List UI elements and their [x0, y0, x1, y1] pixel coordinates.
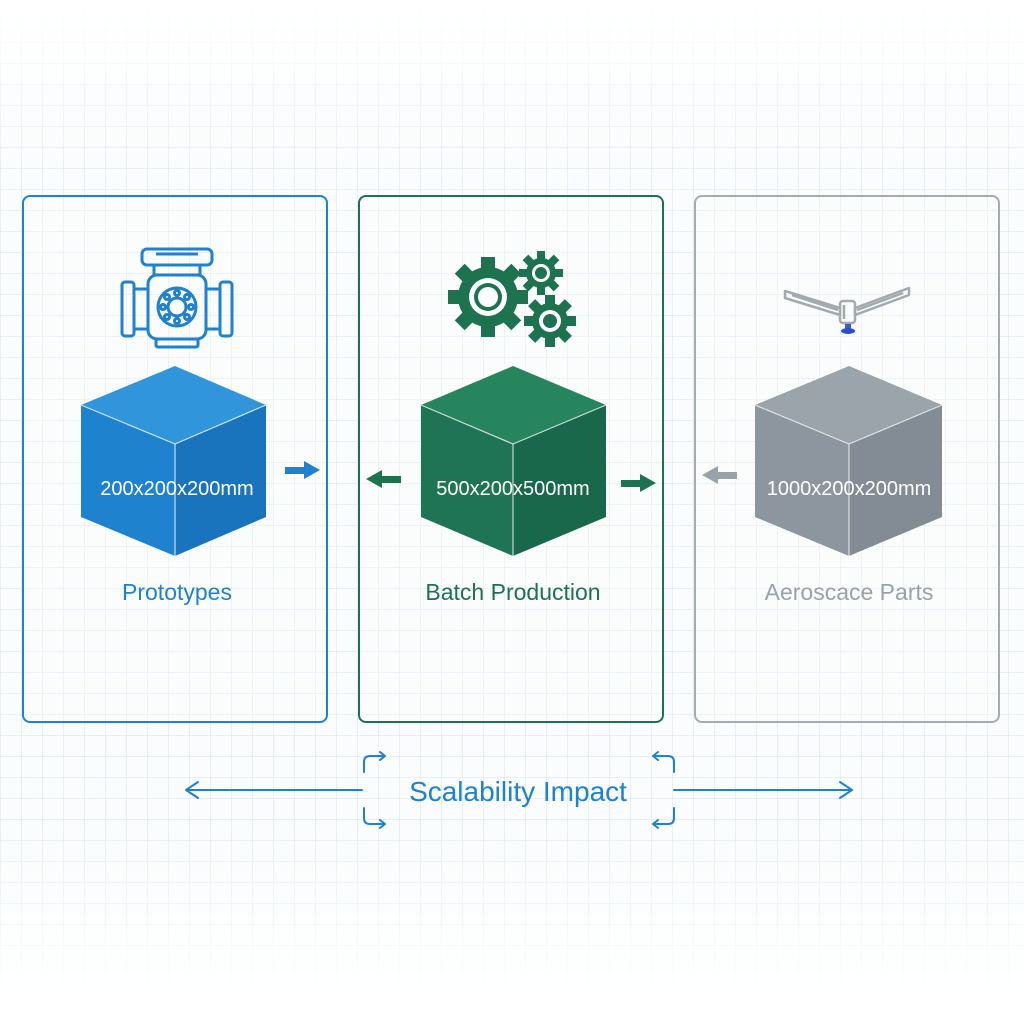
bracket-bottom-left	[363, 807, 385, 825]
cube-prototypes	[80, 366, 267, 556]
cube-batch-production	[420, 366, 607, 556]
panel-batch-production: 500x200x500mm Batch Production	[358, 195, 664, 723]
panel-aerospace-parts: 1000x200x200mm Aeroscace Parts	[694, 195, 1000, 723]
cube-front-face	[755, 405, 849, 556]
scalability-arrows	[185, 751, 853, 829]
cube-front-face	[81, 405, 175, 556]
dimensions-label: 200x200x200mm	[100, 478, 254, 500]
category-label: Aeroscace Parts	[764, 579, 934, 605]
category-label: Batch Production	[425, 579, 601, 605]
aircraft-wing-icon	[783, 286, 911, 334]
bracket-top-right	[653, 755, 675, 773]
arrow-right-icon	[285, 461, 320, 479]
cube-front-face	[421, 405, 513, 556]
scalability-impact: Scalability Impact	[0, 740, 1024, 840]
bracket-bottom-right	[653, 807, 675, 825]
scalability-impact-title: Scalability Impact	[409, 776, 627, 807]
arrow-left-icon	[702, 466, 737, 484]
arrow-right-icon	[621, 474, 656, 492]
cube-side-face	[513, 405, 606, 556]
valve-icon	[120, 247, 234, 349]
cube-side-face	[849, 405, 942, 556]
cube-side-face	[175, 405, 266, 556]
bracket-top-left	[363, 755, 385, 773]
dimensions-label: 1000x200x200mm	[766, 478, 932, 500]
panel-prototypes: 200x200x200mm Prototypes	[22, 195, 328, 723]
dimensions-label: 500x200x500mm	[436, 478, 590, 500]
right-arrowhead	[839, 781, 853, 799]
gears-icon	[448, 251, 576, 347]
arrow-left-icon	[366, 470, 401, 488]
left-arrowhead	[185, 781, 199, 799]
category-label: Prototypes	[122, 579, 232, 605]
cube-aerospace-parts	[754, 366, 943, 556]
